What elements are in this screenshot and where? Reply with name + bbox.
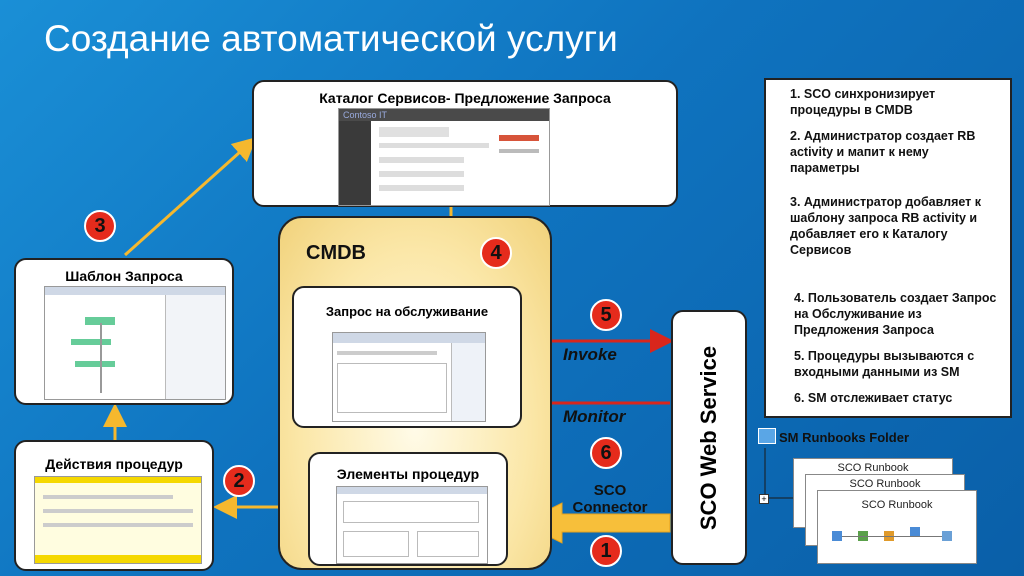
step-badge-1: 1: [590, 535, 622, 567]
template-screenshot: [44, 286, 226, 400]
catalog-label: Каталог Сервисов- Предложение Запроса: [319, 90, 611, 106]
step-3-text: 3. Администратор добавляет к шаблону зап…: [790, 195, 982, 257]
template-box: Шаблон Запроса: [14, 258, 234, 405]
actions-screenshot: [34, 476, 202, 564]
folder-label: SM Runbooks Folder: [779, 430, 909, 445]
step-badge-3: 3: [84, 210, 116, 242]
tree-expand-icon: +: [759, 494, 769, 504]
runbook-card-2-label: SCO Runbook: [849, 478, 921, 490]
page-title: Создание автоматической услуги: [44, 18, 618, 59]
cmdb-label: CMDB: [306, 242, 366, 264]
cmdb-container: CMDB Запрос на обслуживание Элементы про…: [278, 216, 552, 570]
step-4-text: 4. Пользователь создает Запрос на Обслуж…: [794, 291, 997, 337]
catalog-screenshot: Contoso IT: [338, 108, 550, 206]
step-1-text: 1. SCO синхронизирует процедуры в CMDB: [790, 87, 936, 117]
step-badge-5: 5: [590, 299, 622, 331]
runbook-elements-screenshot: [336, 486, 488, 564]
step-badge-2: 2: [223, 465, 255, 497]
runbook-card-3-label: SCO Runbook: [861, 499, 933, 511]
actions-label: Действия процедур: [45, 456, 183, 472]
runbook-card-1-label: SCO Runbook: [837, 462, 909, 474]
step-5-text: 5. Процедуры вызываются с входными данны…: [794, 349, 975, 379]
arrow-template-to-catalog: [123, 136, 257, 257]
catalog-box: Каталог Сервисов- Предложение Запроса Co…: [252, 80, 678, 207]
sco-web-service-label: SCO Web Service: [696, 345, 721, 530]
runbook-card-3: SCO Runbook: [817, 490, 977, 564]
service-request-screenshot: [332, 332, 486, 422]
step-badge-4: 4: [480, 237, 512, 269]
folder-icon: [758, 428, 776, 444]
catalog-brand: Contoso IT: [343, 110, 388, 120]
steps-panel: 1. SCO синхронизирует процедуры в CMDB 2…: [764, 78, 1012, 418]
service-request-label: Запрос на обслуживание: [325, 304, 489, 319]
sco-connector-label: SCO Connector: [572, 482, 648, 516]
service-request-box: Запрос на обслуживание: [292, 286, 522, 428]
runbook-elements-box: Элементы процедур: [308, 452, 508, 566]
step-2-text: 2. Администратор создает RB activity и м…: [790, 129, 976, 175]
invoke-label: Invoke: [563, 345, 617, 364]
runbook-elements-label: Элементы процедур: [336, 466, 480, 482]
template-label: Шаблон Запроса: [65, 268, 183, 284]
monitor-label: Monitor: [563, 407, 626, 426]
step-6-text: 6. SM отслеживает статус: [794, 391, 953, 405]
sco-web-service-box: SCO Web Service: [671, 310, 747, 565]
step-badge-6: 6: [590, 437, 622, 469]
actions-box: Действия процедур: [14, 440, 214, 571]
